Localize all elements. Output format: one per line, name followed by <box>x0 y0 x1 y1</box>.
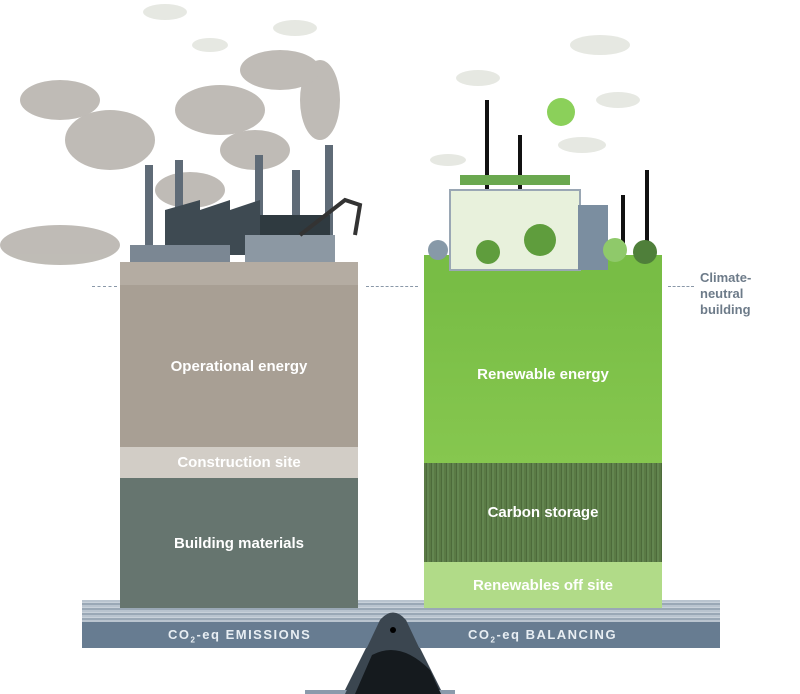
segment-label: Renewable energy <box>477 365 609 383</box>
left-ground <box>120 262 358 285</box>
reference-dash-left <box>92 286 117 287</box>
segment-renewables-off-site: Renewables off site <box>424 562 662 608</box>
segment-carbon-storage: Carbon storage <box>424 463 662 562</box>
clouds <box>143 4 640 166</box>
trees <box>428 224 657 264</box>
segment-label: Carbon storage <box>487 504 599 521</box>
segment-label: Construction site <box>177 454 301 471</box>
reference-dash-middle <box>366 286 418 287</box>
sun <box>547 98 575 126</box>
segment-label: Renewables off site <box>472 576 614 594</box>
segment-renewable-energy: Renewable energy <box>424 285 662 463</box>
emissions-label: CO2-eq EMISSIONS <box>168 627 312 645</box>
climate-neutral-label: Climate-neutral building <box>700 270 752 317</box>
segment-building-materials: Building materials <box>120 478 358 608</box>
segment-label: Operational energy <box>170 357 308 375</box>
balancing-label: CO2-eq BALANCING <box>468 627 618 645</box>
reference-dash-right <box>668 286 694 287</box>
smoke <box>0 50 340 265</box>
segment-label: Building materials <box>173 534 305 552</box>
segment-construction-site: Construction site <box>120 447 358 478</box>
segment-operational-energy: Operational energy <box>120 285 358 447</box>
green-building <box>449 175 608 271</box>
